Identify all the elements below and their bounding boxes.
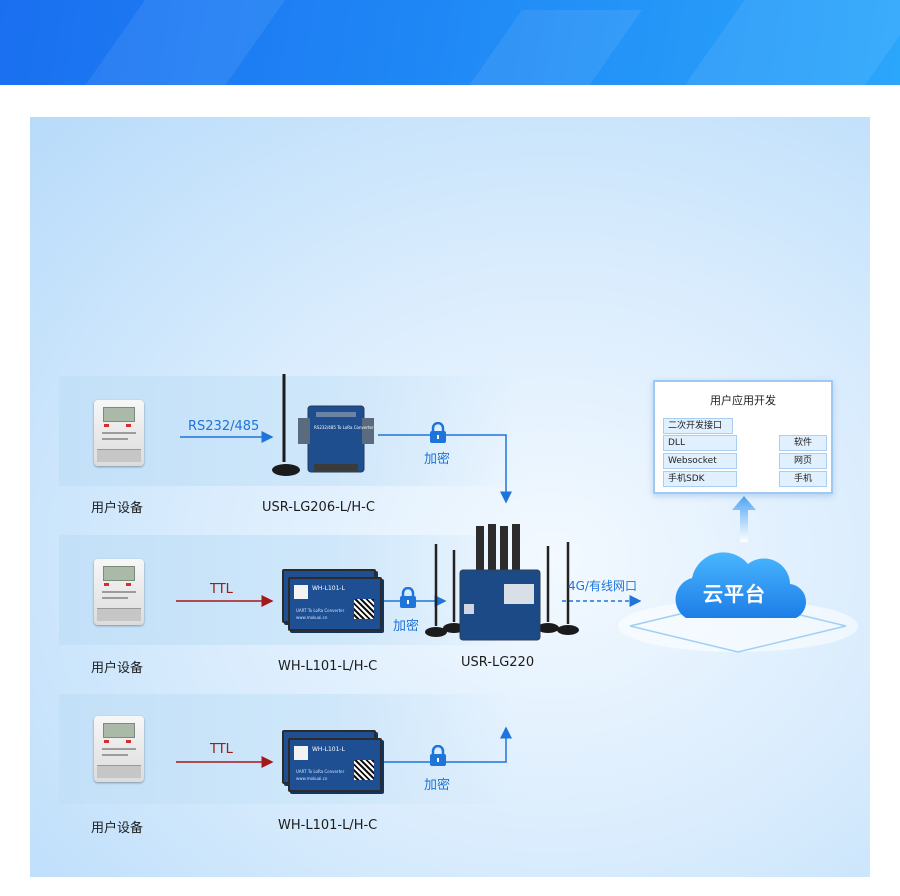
developer-panel-title: 用户应用开发 (710, 394, 776, 407)
arrow-up-icon (732, 496, 756, 542)
protocol-label-3: TTL (210, 742, 233, 757)
meter-device-3 (94, 716, 144, 782)
l101-module-title: WH-L101-L (312, 585, 345, 592)
module-label-3: WH-L101-L/H-C (278, 818, 378, 833)
encryption-label-3: 加密 (424, 778, 451, 793)
target-item-web: 网页 (779, 453, 827, 469)
user-device-label-1: 用户设备 (91, 501, 144, 516)
module-label-1: USR-LG206-L/H-C (262, 500, 375, 515)
protocol-label-2: TTL (210, 582, 233, 597)
cloud-platform-label: 云平台 (703, 582, 766, 606)
user-device-label-2: 用户设备 (91, 661, 144, 676)
l101-module-subtitle: UART To LoRa Converter (296, 769, 345, 774)
meter-device-1 (94, 400, 144, 466)
uplink-label: 4G/有线网口 (568, 579, 637, 593)
lock-icon (400, 587, 416, 608)
user-device-label-3: 用户设备 (91, 821, 144, 836)
l101-module-url: www.mokuai.cn (296, 776, 328, 781)
top-banner (0, 0, 900, 85)
l101-module-url: www.mokuai.cn (296, 615, 328, 620)
lock-icon (430, 745, 446, 766)
lock-icon (430, 422, 446, 443)
developer-panel: 用户应用开发 二次开发接口 DLL Websocket 手机SDK 软件 网页 … (653, 380, 833, 494)
target-item-mobile: 手机 (779, 471, 827, 487)
target-item-software: 软件 (779, 435, 827, 451)
encryption-label-1: 加密 (424, 452, 451, 467)
gateway-label: USR-LG220 (461, 655, 535, 670)
l101-module-2: WH-L101-L UART To LoRa Converter www.mok… (288, 577, 382, 631)
module-label-2: WH-L101-L/H-C (278, 659, 378, 674)
link-row3-gateway (378, 726, 512, 763)
lg206-face-text: RS232/485 To LoRa Converter (314, 425, 374, 430)
l101-module-subtitle: UART To LoRa Converter (296, 608, 345, 613)
interface-item-websocket: Websocket (663, 453, 737, 469)
link-row1-gateway (378, 434, 512, 504)
cloud-icon (618, 552, 858, 653)
interface-header: 二次开发接口 (663, 418, 733, 434)
lg206-converter (272, 374, 374, 476)
gateway-lg220 (425, 524, 579, 641)
meter-device-2 (94, 559, 144, 625)
encryption-label-2: 加密 (393, 619, 420, 634)
l101-module-3: WH-L101-L UART To LoRa Converter www.mok… (288, 738, 382, 792)
interface-item-sdk: 手机SDK (663, 471, 737, 487)
l101-module-title: WH-L101-L (312, 746, 345, 753)
interface-item-dll: DLL (663, 435, 737, 451)
protocol-label-1: RS232/485 (188, 419, 260, 434)
